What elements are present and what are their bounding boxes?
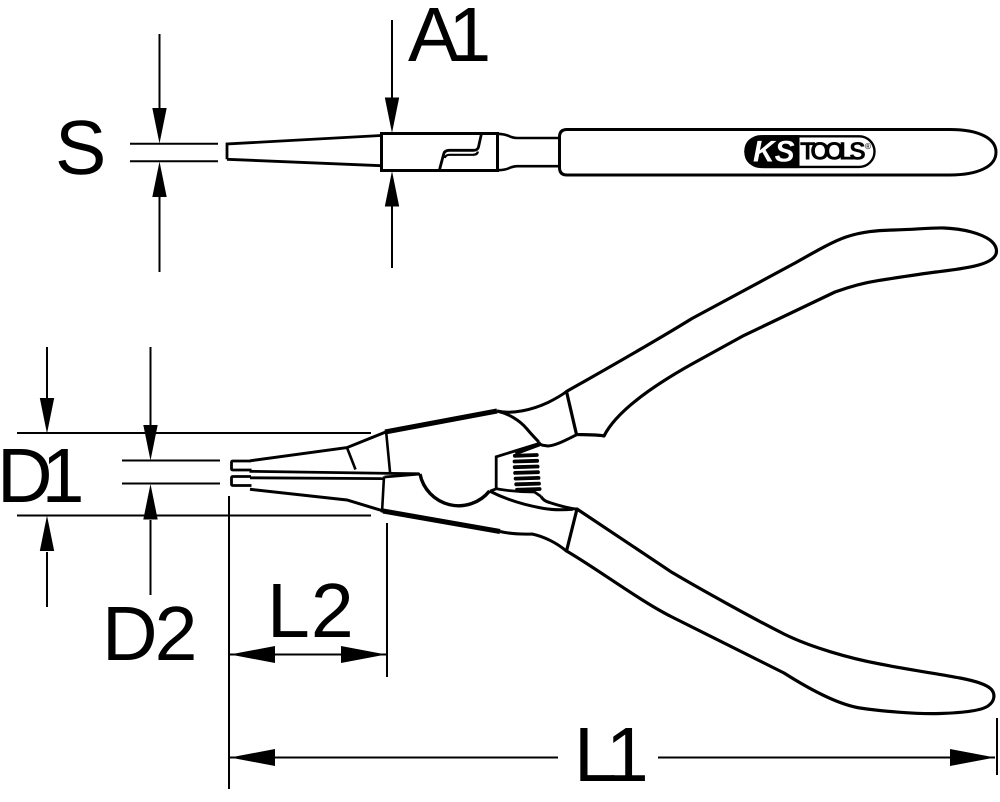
svg-text:D2: D2 [102,591,194,677]
svg-text:L2: L2 [267,568,355,654]
svg-text:S: S [55,105,106,191]
svg-text:D1: D1 [0,433,82,519]
svg-text:L1: L1 [574,712,646,798]
svg-text:A1: A1 [408,0,488,78]
